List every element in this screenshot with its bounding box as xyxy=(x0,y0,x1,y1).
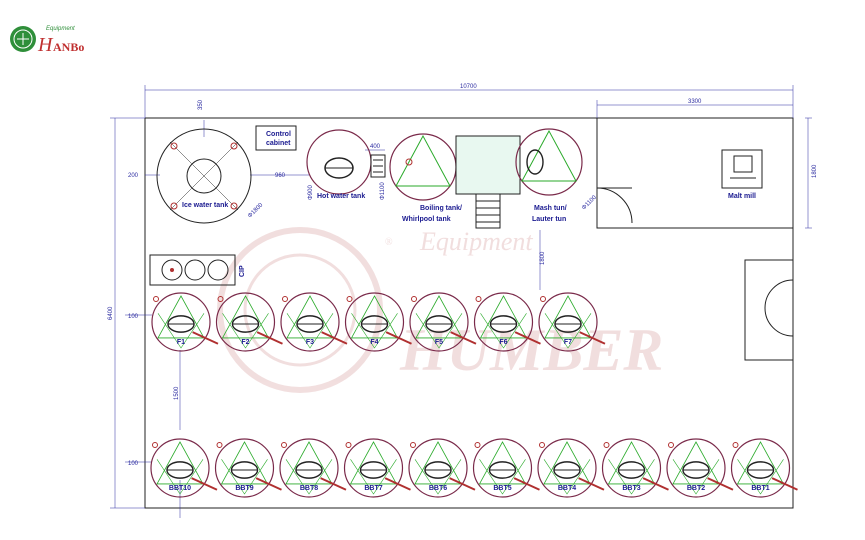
malt-mill-label: Malt mill xyxy=(728,193,756,200)
mash-label-1: Mash tun/ xyxy=(534,205,567,212)
brite-tank: BBT10 xyxy=(150,438,218,498)
boil-dia: Φ1100 xyxy=(380,182,386,200)
dim-margin-row2: 100 xyxy=(128,461,139,467)
logo-small-word: Equipment xyxy=(46,26,75,32)
logo-mark: H xyxy=(37,34,54,56)
dim-960: 960 xyxy=(275,173,286,179)
brite-tank: BBT9 xyxy=(214,438,282,498)
watermark-brand: HUMBER xyxy=(399,317,663,383)
dimension-texts: 10700 3300 6400 1800 350 200 960 400 180… xyxy=(108,84,818,467)
dim-top-gap: 350 xyxy=(198,99,204,110)
brite-tank: BBT7 xyxy=(343,438,411,498)
brite-tank: BBT2 xyxy=(666,438,734,498)
fermenter-tank: F7 xyxy=(538,292,606,352)
boiling-label-1: Boiling tank/ xyxy=(420,205,462,212)
dim-1800: 1800 xyxy=(540,251,546,265)
brite-tank: BBT8 xyxy=(279,438,347,498)
fermenter-label: F3 xyxy=(306,339,314,346)
brite-label: BBT10 xyxy=(169,485,191,492)
dim-400: 400 xyxy=(370,144,381,150)
brite-label: BBT5 xyxy=(493,485,511,492)
brite-label: BBT3 xyxy=(622,485,640,492)
dim-right-width: 3300 xyxy=(688,99,702,105)
boiling-tank: Boiling tank/ Whirlpool tank Φ1100 xyxy=(380,133,462,223)
fermenter-label: F1 xyxy=(177,339,185,346)
hot-water-tank: Hot water tank Φ900 xyxy=(306,129,372,200)
brite-tank-row: BBT10 BBT9 BBT8 BBT7 BBT6 BBT5 BBT4 BBT3 BBT2 BBT… xyxy=(150,438,798,498)
mash-tun: Mash tun/ Lauter tun Φ1100 xyxy=(515,128,598,223)
ice-water-tank: Ice water tank Φ1800 xyxy=(156,128,265,224)
dim-total-height: 6400 xyxy=(108,306,114,320)
watermark-word: Equipment xyxy=(419,227,533,256)
fermenter-label: F7 xyxy=(564,339,572,346)
fermenter-tank: F2 xyxy=(215,292,283,352)
dim-row-gap: 1500 xyxy=(174,386,180,400)
control-cabinet: Control cabinet xyxy=(255,125,297,151)
brite-label: BBT1 xyxy=(751,485,769,492)
hot-water-tank-label: Hot water tank xyxy=(317,193,365,200)
ice-dia: Φ1800 xyxy=(247,202,265,220)
brite-tank: BBT1 xyxy=(730,438,798,498)
operation-platform xyxy=(455,135,521,229)
ice-water-tank-label: Ice water tank xyxy=(182,202,228,209)
hot-dia: Φ900 xyxy=(308,185,314,200)
brite-label: BBT7 xyxy=(364,485,382,492)
fermenter-label: F4 xyxy=(370,339,378,346)
logo-word: ANBo xyxy=(53,40,84,54)
fermenter-tank: F4 xyxy=(344,292,412,352)
brite-label: BBT6 xyxy=(429,485,447,492)
dim-total-width: 10700 xyxy=(460,84,477,90)
brite-label: BBT8 xyxy=(300,485,318,492)
cip-unit: CIP xyxy=(149,254,246,286)
fermenter-tank: F3 xyxy=(280,292,348,352)
building-outline xyxy=(144,117,794,509)
control-cabinet-label-1: Control xyxy=(266,131,291,138)
dim-left-gap: 200 xyxy=(128,173,139,179)
watermark: ® Equipment HUMBER xyxy=(217,227,663,393)
malt-mill: Malt mill xyxy=(721,149,763,200)
fermenter-label: F6 xyxy=(499,339,507,346)
dim-right-height: 1800 xyxy=(812,164,818,178)
fermenter-tank: F5 xyxy=(409,292,477,352)
pump-unit xyxy=(370,154,386,178)
dim-margin-row1: 100 xyxy=(128,314,139,320)
fermenter-row: F1 F2 F3 F4 F5 F6 F7 xyxy=(151,292,606,352)
fermenter-label: F2 xyxy=(241,339,249,346)
mash-label-2: Lauter tun xyxy=(532,216,566,223)
hanbo-logo: Equipment H ANBo xyxy=(10,26,84,56)
brite-tank: BBT5 xyxy=(472,438,540,498)
brite-tank: BBT3 xyxy=(601,438,669,498)
control-cabinet-label-2: cabinet xyxy=(266,140,291,147)
watermark-registered: ® xyxy=(385,237,393,248)
dimension-lines xyxy=(110,85,812,518)
mash-dia: Φ1100 xyxy=(581,194,598,211)
fermenter-label: F5 xyxy=(435,339,443,346)
fermenter-tank: F6 xyxy=(473,292,541,352)
brite-label: BBT9 xyxy=(235,485,253,492)
brite-label: BBT4 xyxy=(558,485,576,492)
boiling-label-2: Whirlpool tank xyxy=(402,216,451,223)
brite-tank: BBT4 xyxy=(537,438,605,498)
brite-label: BBT2 xyxy=(687,485,705,492)
fermenter-tank: F1 xyxy=(151,292,219,352)
brite-tank: BBT6 xyxy=(408,438,476,498)
cip-label: CIP xyxy=(239,265,246,277)
